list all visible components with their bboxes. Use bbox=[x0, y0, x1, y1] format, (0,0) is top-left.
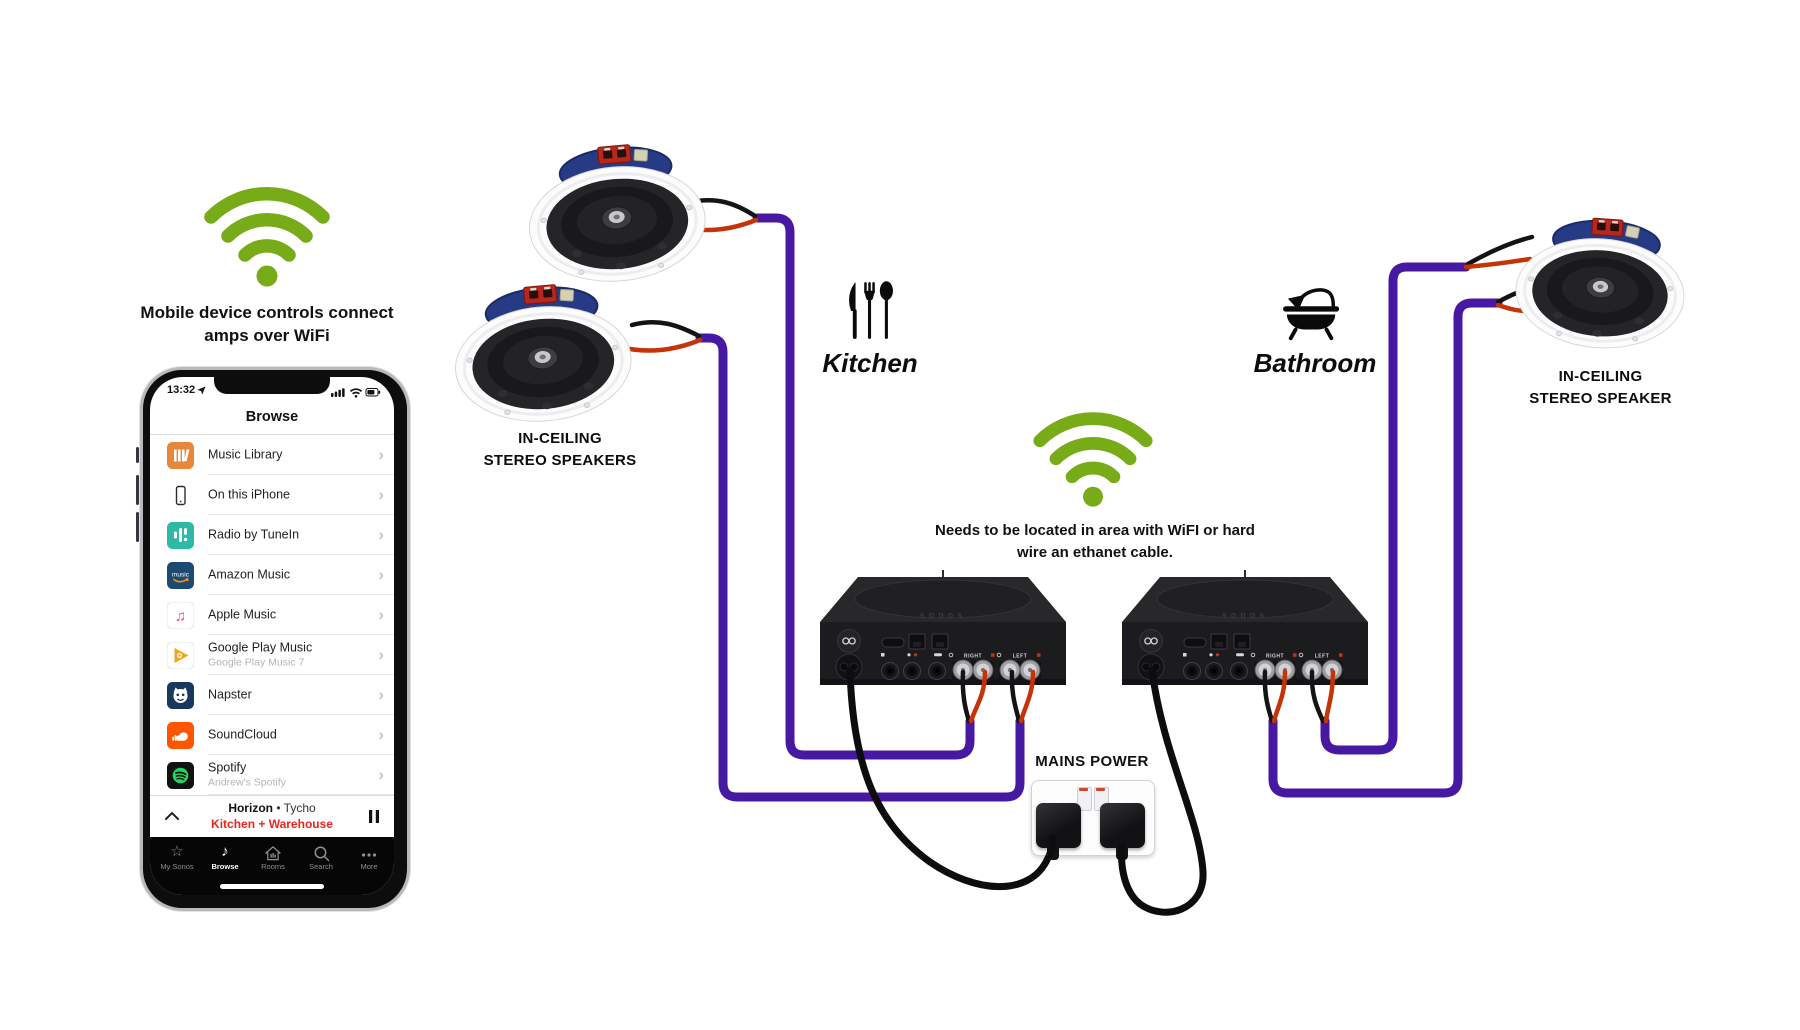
left-channel-label: LEFT bbox=[1013, 654, 1028, 660]
right-channel-label: RIGHT bbox=[964, 654, 982, 660]
speaker2-wire-red bbox=[627, 337, 703, 353]
sonos-amp: sonos RIGHT LEFT bbox=[1122, 570, 1368, 685]
mute-switch[interactable] bbox=[136, 447, 139, 463]
in-ceiling-speaker bbox=[455, 284, 632, 422]
google-play-music-icon bbox=[167, 641, 194, 669]
tab-more[interactable]: More bbox=[345, 844, 393, 871]
hdmi-port bbox=[881, 637, 905, 648]
rooms-house-icon bbox=[249, 844, 297, 861]
music-library-icon bbox=[167, 441, 194, 469]
kitchen-label: Kitchen bbox=[822, 348, 918, 378]
list-item-soundcloud[interactable]: SoundCloud › bbox=[150, 715, 394, 755]
svg-text:music: music bbox=[172, 571, 190, 578]
mobile-wifi-caption: Mobile device controls connect amps over… bbox=[140, 303, 394, 345]
volume-down-button[interactable] bbox=[136, 512, 139, 542]
star-icon: ☆ bbox=[170, 843, 184, 860]
chevron-right-icon: › bbox=[378, 445, 384, 464]
bathtub-icon bbox=[1283, 288, 1340, 341]
cable-amp2-left-to-speaker3 bbox=[1320, 262, 1471, 755]
service-sublabel: Andrew's Spotify bbox=[208, 776, 286, 789]
speaker2-wire-black bbox=[629, 320, 702, 339]
napster-icon bbox=[167, 681, 194, 709]
list-item-napster[interactable]: Napster › bbox=[150, 675, 394, 715]
sonos-amp: sonos RIGHT LEFT bbox=[820, 570, 1066, 685]
chevron-right-icon: › bbox=[378, 565, 384, 584]
iphone-icon bbox=[175, 485, 186, 505]
amp-brand-text: sonos bbox=[1222, 610, 1269, 620]
rca-jacks bbox=[881, 662, 946, 680]
status-time: 13:32 bbox=[167, 384, 206, 396]
status-bar: 13:32 bbox=[150, 384, 394, 400]
tab-rooms[interactable]: Rooms bbox=[249, 844, 297, 871]
list-item-tunein[interactable]: Radio by TuneIn › bbox=[150, 515, 394, 555]
list-item-on-this-iphone[interactable]: On this iPhone › bbox=[150, 475, 394, 515]
cable-amp2-right-to-speaker3 bbox=[1268, 298, 1503, 798]
tab-search[interactable]: Search bbox=[297, 844, 345, 871]
pause-icon[interactable] bbox=[368, 809, 380, 824]
chevron-right-icon: › bbox=[378, 765, 384, 784]
socket-switch bbox=[1077, 787, 1092, 811]
right-channel-label: RIGHT bbox=[1266, 654, 1284, 660]
phone-screen: 13:32 Browse bbox=[150, 377, 394, 895]
music-service-list: Music Library › On this iPhone › Radio b… bbox=[150, 435, 394, 795]
hdmi-port bbox=[1183, 637, 1207, 648]
service-sublabel: Google Play Music 7 bbox=[208, 656, 305, 669]
tab-my-sonos[interactable]: ☆ My Sonos bbox=[153, 843, 201, 872]
speaker3-upper-wire-red bbox=[1463, 256, 1533, 270]
list-item-apple-music[interactable]: ♫ Apple Music › bbox=[150, 595, 394, 635]
wifi-icon bbox=[204, 187, 330, 287]
cutlery-icon bbox=[849, 281, 893, 339]
left-speakers-label: IN-CEILING STEREO SPEAKERS bbox=[483, 430, 637, 469]
list-item-amazon-music[interactable]: music Amazon Music › bbox=[150, 555, 394, 595]
soundcloud-icon bbox=[167, 721, 194, 749]
left-channel-label: LEFT bbox=[1315, 654, 1330, 660]
spotify-icon bbox=[167, 761, 194, 789]
battery-icon bbox=[365, 388, 379, 397]
wifi-icon bbox=[1033, 412, 1153, 507]
wifi-status-icon bbox=[349, 388, 363, 393]
wifi-location-note: Needs to be located in area with WiFI or… bbox=[935, 522, 1255, 561]
in-ceiling-speaker bbox=[529, 144, 706, 282]
chevron-right-icon: › bbox=[378, 525, 384, 544]
ellipsis-icon bbox=[345, 844, 393, 860]
mains-socket bbox=[1031, 780, 1155, 860]
amp-brand-text: sonos bbox=[920, 610, 967, 620]
status-icons bbox=[331, 388, 381, 398]
location-arrow-icon bbox=[197, 385, 206, 395]
chevron-right-icon: › bbox=[378, 605, 384, 624]
amazon-music-icon: music bbox=[167, 561, 194, 589]
mobile-phone: 13:32 Browse bbox=[140, 367, 410, 911]
volume-up-button[interactable] bbox=[136, 475, 139, 505]
chevron-right-icon: › bbox=[378, 485, 384, 504]
search-icon bbox=[297, 844, 345, 862]
tab-browse[interactable]: ♪ Browse bbox=[201, 843, 249, 872]
now-playing-rooms: Kitchen + Warehouse bbox=[211, 817, 333, 831]
chevron-right-icon: › bbox=[378, 685, 384, 704]
home-indicator[interactable] bbox=[220, 884, 324, 889]
now-playing-title: Horizon • Tycho bbox=[228, 801, 316, 815]
power-plug bbox=[1036, 803, 1081, 848]
chevron-right-icon: › bbox=[378, 645, 384, 664]
in-ceiling-speaker bbox=[1515, 217, 1685, 349]
apple-music-icon: ♫ bbox=[167, 601, 194, 629]
speaker3-upper-wire-black bbox=[1465, 234, 1535, 267]
chevron-right-icon: › bbox=[378, 725, 384, 744]
music-note-icon: ♪ bbox=[221, 843, 229, 860]
tunein-icon bbox=[167, 521, 194, 549]
chevron-up-icon[interactable] bbox=[164, 811, 180, 821]
list-item-music-library[interactable]: Music Library › bbox=[150, 435, 394, 475]
phone-notch bbox=[214, 377, 330, 394]
svg-text:♫: ♫ bbox=[175, 608, 186, 625]
mains-power-label: MAINS POWER bbox=[1035, 753, 1149, 770]
page-title: Browse bbox=[245, 409, 299, 425]
now-playing-bar[interactable]: Horizon • Tycho Kitchen + Warehouse bbox=[150, 795, 394, 838]
rca-jacks bbox=[1183, 662, 1248, 680]
right-speaker-label: IN-CEILING STEREO SPEAKER bbox=[1529, 368, 1672, 407]
tab-bar: ☆ My Sonos ♪ Browse Rooms bbox=[150, 837, 394, 895]
bathroom-label: Bathroom bbox=[1253, 348, 1377, 378]
